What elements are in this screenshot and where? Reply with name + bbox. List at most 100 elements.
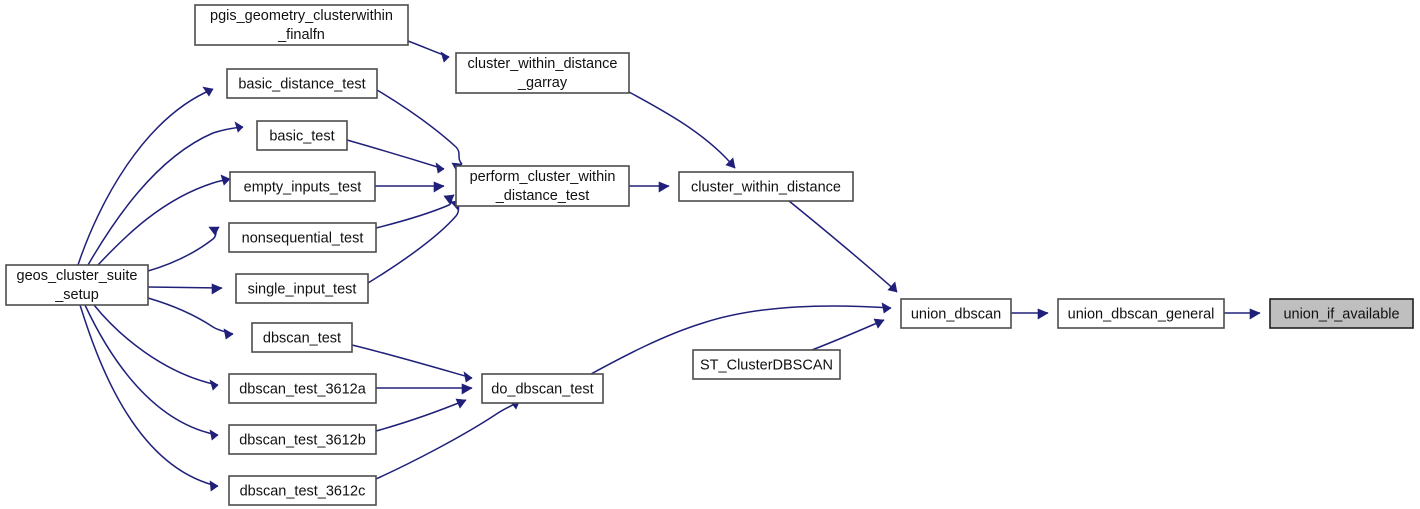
node-union_dbscan[interactable]: union_dbscan — [900, 298, 1012, 329]
edge-geos_cluster_suite_setup-to-empty_inputs_test — [97, 174, 231, 266]
node-layer: pgis_geometry_clusterwithin_finalfnbasic… — [5, 4, 1414, 506]
edge-line — [87, 126, 244, 266]
node-label: dbscan_test_3612b — [239, 432, 366, 448]
node-box[interactable] — [228, 373, 377, 404]
node-label-line1: geos_cluster_suite — [17, 268, 138, 284]
arrowhead-icon — [881, 302, 892, 314]
arrowhead-icon — [1037, 308, 1049, 320]
arrowhead-icon — [440, 51, 450, 63]
node-single_input_test[interactable]: single_input_test — [235, 273, 369, 304]
edge-dbscan_test_3612c-to-do_dbscan_test — [375, 399, 521, 480]
node-box[interactable] — [455, 165, 630, 207]
node-box[interactable] — [455, 52, 630, 94]
node-dbscan_test[interactable]: dbscan_test — [251, 322, 353, 353]
edge-line — [93, 304, 219, 386]
node-label-line2: _setup — [54, 287, 99, 303]
node-perform_cluster_within_distance_test[interactable]: perform_cluster_within _distance_test — [455, 165, 630, 207]
node-label-line1: perform_cluster_within — [470, 169, 616, 185]
arrowhead-icon — [455, 398, 467, 409]
node-basic_distance_test[interactable]: basic_distance_test — [226, 68, 378, 99]
edge-dbscan_test_3612b-to-do_dbscan_test — [375, 398, 467, 432]
edge-geos_cluster_suite_setup-to-basic_distance_test — [77, 86, 214, 266]
edge-line — [97, 178, 231, 266]
arrowhead-icon — [202, 86, 214, 97]
node-box[interactable] — [692, 349, 841, 380]
arrowhead-icon — [435, 162, 445, 174]
node-box[interactable] — [481, 373, 604, 404]
edge-line — [628, 91, 736, 169]
edge-line — [77, 88, 214, 266]
edge-line — [147, 226, 220, 272]
arrowhead-icon — [443, 194, 455, 205]
node-box[interactable] — [678, 171, 854, 202]
edge-line — [590, 305, 892, 375]
node-box[interactable] — [235, 273, 369, 304]
edge-dbscan_test_3612a-to-do_dbscan_test — [376, 383, 473, 395]
edge-line — [79, 304, 219, 487]
arrowhead-icon — [887, 281, 898, 293]
edge-geos_cluster_suite_setup-to-single_input_test — [147, 283, 223, 295]
edge-line — [346, 139, 445, 170]
edge-line — [367, 199, 462, 284]
edge-dbscan_test-to-do_dbscan_test — [351, 344, 473, 383]
node-basic_test[interactable]: basic_test — [256, 120, 348, 151]
node-box[interactable] — [194, 4, 409, 46]
node-union_if_available[interactable]: union_if_available — [1269, 298, 1414, 329]
node-pgis_geometry_clusterwithin_finalfn[interactable]: pgis_geometry_clusterwithin_finalfn — [194, 4, 409, 46]
node-cluster_within_distance[interactable]: cluster_within_distance — [678, 171, 854, 202]
node-cluster_within_distance_garray[interactable]: cluster_within_distance_garray — [455, 52, 630, 94]
edge-do_dbscan_test-to-union_dbscan — [590, 302, 892, 375]
arrowhead-icon — [208, 226, 220, 236]
node-box[interactable] — [1057, 298, 1225, 329]
arrowhead-icon — [209, 379, 219, 391]
node-box[interactable] — [229, 171, 376, 202]
node-union_dbscan_general[interactable]: union_dbscan_general — [1057, 298, 1225, 329]
node-box[interactable] — [251, 322, 353, 353]
node-do_dbscan_test[interactable]: do_dbscan_test — [481, 373, 604, 404]
edge-line — [375, 399, 521, 480]
arrowhead-icon — [461, 383, 473, 395]
node-dbscan_test_3612b[interactable]: dbscan_test_3612b — [228, 424, 377, 455]
edge-geos_cluster_suite_setup-to-nonsequential_test — [147, 226, 220, 272]
edge-line — [375, 399, 467, 432]
node-box[interactable] — [1269, 298, 1414, 329]
edge-perform_cluster_within_distance_test-to-cluster_within_distance — [629, 181, 670, 193]
edge-line — [84, 304, 219, 436]
edge-geos_cluster_suite_setup-to-dbscan_test_3612c — [79, 304, 219, 492]
edge-cluster_within_distance-to-union_dbscan — [788, 200, 898, 293]
node-label: basic_test — [269, 128, 334, 144]
arrowhead-icon — [1249, 308, 1261, 320]
node-box[interactable] — [5, 264, 149, 306]
node-label-line2: _distance_test — [495, 188, 590, 204]
node-label: do_dbscan_test — [491, 381, 593, 397]
node-box[interactable] — [228, 222, 377, 253]
edge-line — [147, 286, 223, 289]
node-label-line2: _finalfn — [277, 27, 325, 43]
edge-basic_test-to-perform_cluster_within_distance_test — [346, 139, 445, 174]
edge-layer — [77, 40, 1261, 492]
node-box[interactable] — [228, 424, 377, 455]
node-box[interactable] — [256, 120, 348, 151]
node-dbscan_test_3612a[interactable]: dbscan_test_3612a — [228, 373, 377, 404]
node-label: cluster_within_distance — [691, 179, 841, 195]
node-dbscan_test_3612c[interactable]: dbscan_test_3612c — [228, 475, 377, 506]
node-nonsequential_test[interactable]: nonsequential_test — [228, 222, 377, 253]
node-label: dbscan_test_3612c — [240, 483, 366, 499]
edge-basic_distance_test-to-perform_cluster_within_distance_test — [376, 89, 463, 173]
edge-cluster_within_distance_garray-to-cluster_within_distance — [628, 91, 736, 169]
edge-empty_inputs_test-to-perform_cluster_within_distance_test — [375, 181, 445, 193]
edge-union_dbscan-to-union_dbscan_general — [1011, 308, 1049, 320]
node-geos_cluster_suite_setup[interactable]: geos_cluster_suite _setup — [5, 264, 149, 306]
node-label: ST_ClusterDBSCAN — [700, 357, 833, 373]
node-empty_inputs_test[interactable]: empty_inputs_test — [229, 171, 376, 202]
edge-line — [811, 319, 885, 351]
arrowhead-icon — [220, 174, 231, 186]
node-ST_ClusterDBSCAN[interactable]: ST_ClusterDBSCAN — [692, 349, 841, 380]
node-box[interactable] — [226, 68, 378, 99]
node-box[interactable] — [900, 298, 1012, 329]
edge-line — [375, 194, 455, 229]
node-box[interactable] — [228, 475, 377, 506]
edge-pgis_geometry_clusterwithin_finalfn-to-cluster_within_distance_garray — [407, 40, 450, 63]
edge-line — [351, 344, 473, 379]
